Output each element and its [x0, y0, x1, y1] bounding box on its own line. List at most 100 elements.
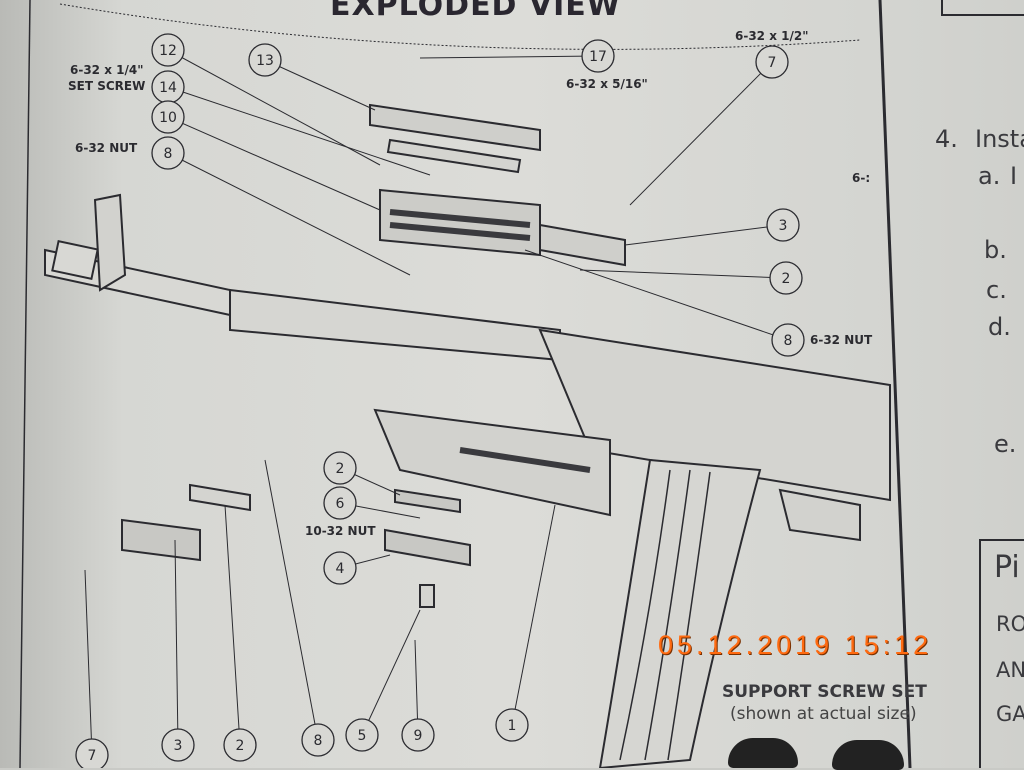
callout-10: 10 — [151, 100, 185, 134]
leader-line — [167, 152, 411, 276]
page-curve — [59, 3, 861, 50]
callout-number: 12 — [159, 43, 177, 59]
trigger-guard — [778, 488, 861, 542]
top-right-box — [941, 0, 1024, 16]
callout-circle — [581, 39, 615, 73]
lower-handguard-slot — [459, 447, 591, 473]
part-2-cover — [189, 483, 251, 512]
callout-14: 14 — [151, 70, 185, 104]
callout-circle — [495, 708, 529, 742]
leader-line — [224, 504, 241, 746]
item-e: e. — [994, 430, 1017, 458]
side-rail-3 — [539, 223, 626, 267]
callout-number: 9 — [414, 728, 423, 744]
callout-5: 5 — [345, 718, 379, 752]
callout-number: 14 — [159, 80, 177, 96]
callout-6: 6 — [323, 486, 357, 520]
screw-image-2 — [832, 740, 904, 770]
section-title: EXPLODED VIEW — [330, 0, 621, 23]
callout-number: 7 — [768, 55, 777, 71]
callout-number: 2 — [336, 461, 345, 477]
muzzle — [51, 239, 99, 281]
callout-circle — [771, 323, 805, 357]
part-2-rail — [394, 488, 461, 514]
callout-8: 8 — [771, 323, 805, 357]
callout-number: 3 — [174, 738, 183, 754]
leader-line — [167, 116, 381, 211]
rail-cover — [386, 138, 522, 174]
callout-3: 3 — [766, 208, 800, 242]
leader-line — [511, 504, 556, 726]
leader-line — [361, 609, 421, 736]
item-a: a. — [978, 162, 1001, 190]
callout-number: 2 — [236, 738, 245, 754]
leader-line — [419, 55, 599, 59]
callout-number: 13 — [256, 53, 274, 69]
item-c: c. — [986, 276, 1007, 304]
callout-circle — [223, 728, 257, 762]
callout-8: 8 — [151, 136, 185, 170]
leader-line — [624, 224, 784, 246]
callout-number: 1 — [508, 718, 517, 734]
screw-image-1 — [728, 738, 798, 768]
callout-circle — [323, 551, 357, 585]
callout-circle — [345, 718, 379, 752]
callout-number: 4 — [336, 561, 345, 577]
callout-3: 3 — [161, 728, 195, 762]
callout-circle — [323, 486, 357, 520]
screw-17-size-label: 6-32 x 5/16" — [566, 77, 648, 91]
item-b: b. — [984, 236, 1007, 264]
callout-4: 4 — [323, 551, 357, 585]
callout-circle — [766, 208, 800, 242]
callout-circle — [151, 33, 185, 67]
parts-box — [979, 539, 1024, 768]
callout-circle — [301, 723, 335, 757]
part-3-rail — [121, 518, 201, 562]
callout-7: 7 — [755, 45, 789, 79]
nut-right-label: 6-32 NUT — [810, 333, 873, 347]
callout-number: 8 — [784, 333, 793, 349]
nut-10-32-label: 10-32 NUT — [305, 524, 376, 538]
handguard-slots — [389, 209, 531, 241]
callout-circle — [75, 738, 109, 768]
callout-9: 9 — [401, 718, 435, 752]
top-rail — [369, 103, 541, 152]
parts-line-2: AN — [996, 658, 1024, 682]
callout-8: 8 — [301, 723, 335, 757]
callout-number: 7 — [88, 748, 97, 764]
part-4-rail — [384, 528, 471, 567]
callout-number: 5 — [358, 728, 367, 744]
parts-box-title: Pi — [994, 550, 1020, 585]
callout-number: 8 — [164, 146, 173, 162]
step-number: 4. — [935, 125, 958, 153]
callout-13: 13 — [248, 43, 282, 77]
callout-circle — [161, 728, 195, 762]
leader-line — [629, 61, 773, 206]
leader-line — [264, 59, 376, 111]
camera-timestamp: 05.12.2019 15:12 — [658, 630, 933, 660]
parts-line-3: GA — [996, 702, 1024, 726]
leader-line — [174, 539, 179, 746]
leader-line — [524, 249, 789, 341]
page-edge-left — [19, 0, 31, 768]
leader-line — [167, 86, 431, 176]
screw-7-size-label: 6-32 x 1/2" — [735, 29, 809, 43]
lower-handguard — [373, 408, 611, 517]
set-screw-label: SET SCREW — [68, 79, 146, 93]
callout-circle — [755, 45, 789, 79]
callout-2: 2 — [323, 451, 357, 485]
callout-2: 2 — [769, 261, 803, 295]
callout-number: 8 — [314, 733, 323, 749]
item-d: d. — [988, 313, 1011, 341]
callout-circle — [401, 718, 435, 752]
part-5-stud — [419, 584, 435, 608]
leader-line — [84, 569, 93, 756]
screw-set-heading: SUPPORT SCREW SET — [722, 682, 927, 702]
leader-line — [264, 459, 319, 741]
callout-12: 12 — [151, 33, 185, 67]
callout-2: 2 — [223, 728, 257, 762]
callout-17: 17 — [581, 39, 615, 73]
item-a-text: I — [1010, 162, 1018, 190]
